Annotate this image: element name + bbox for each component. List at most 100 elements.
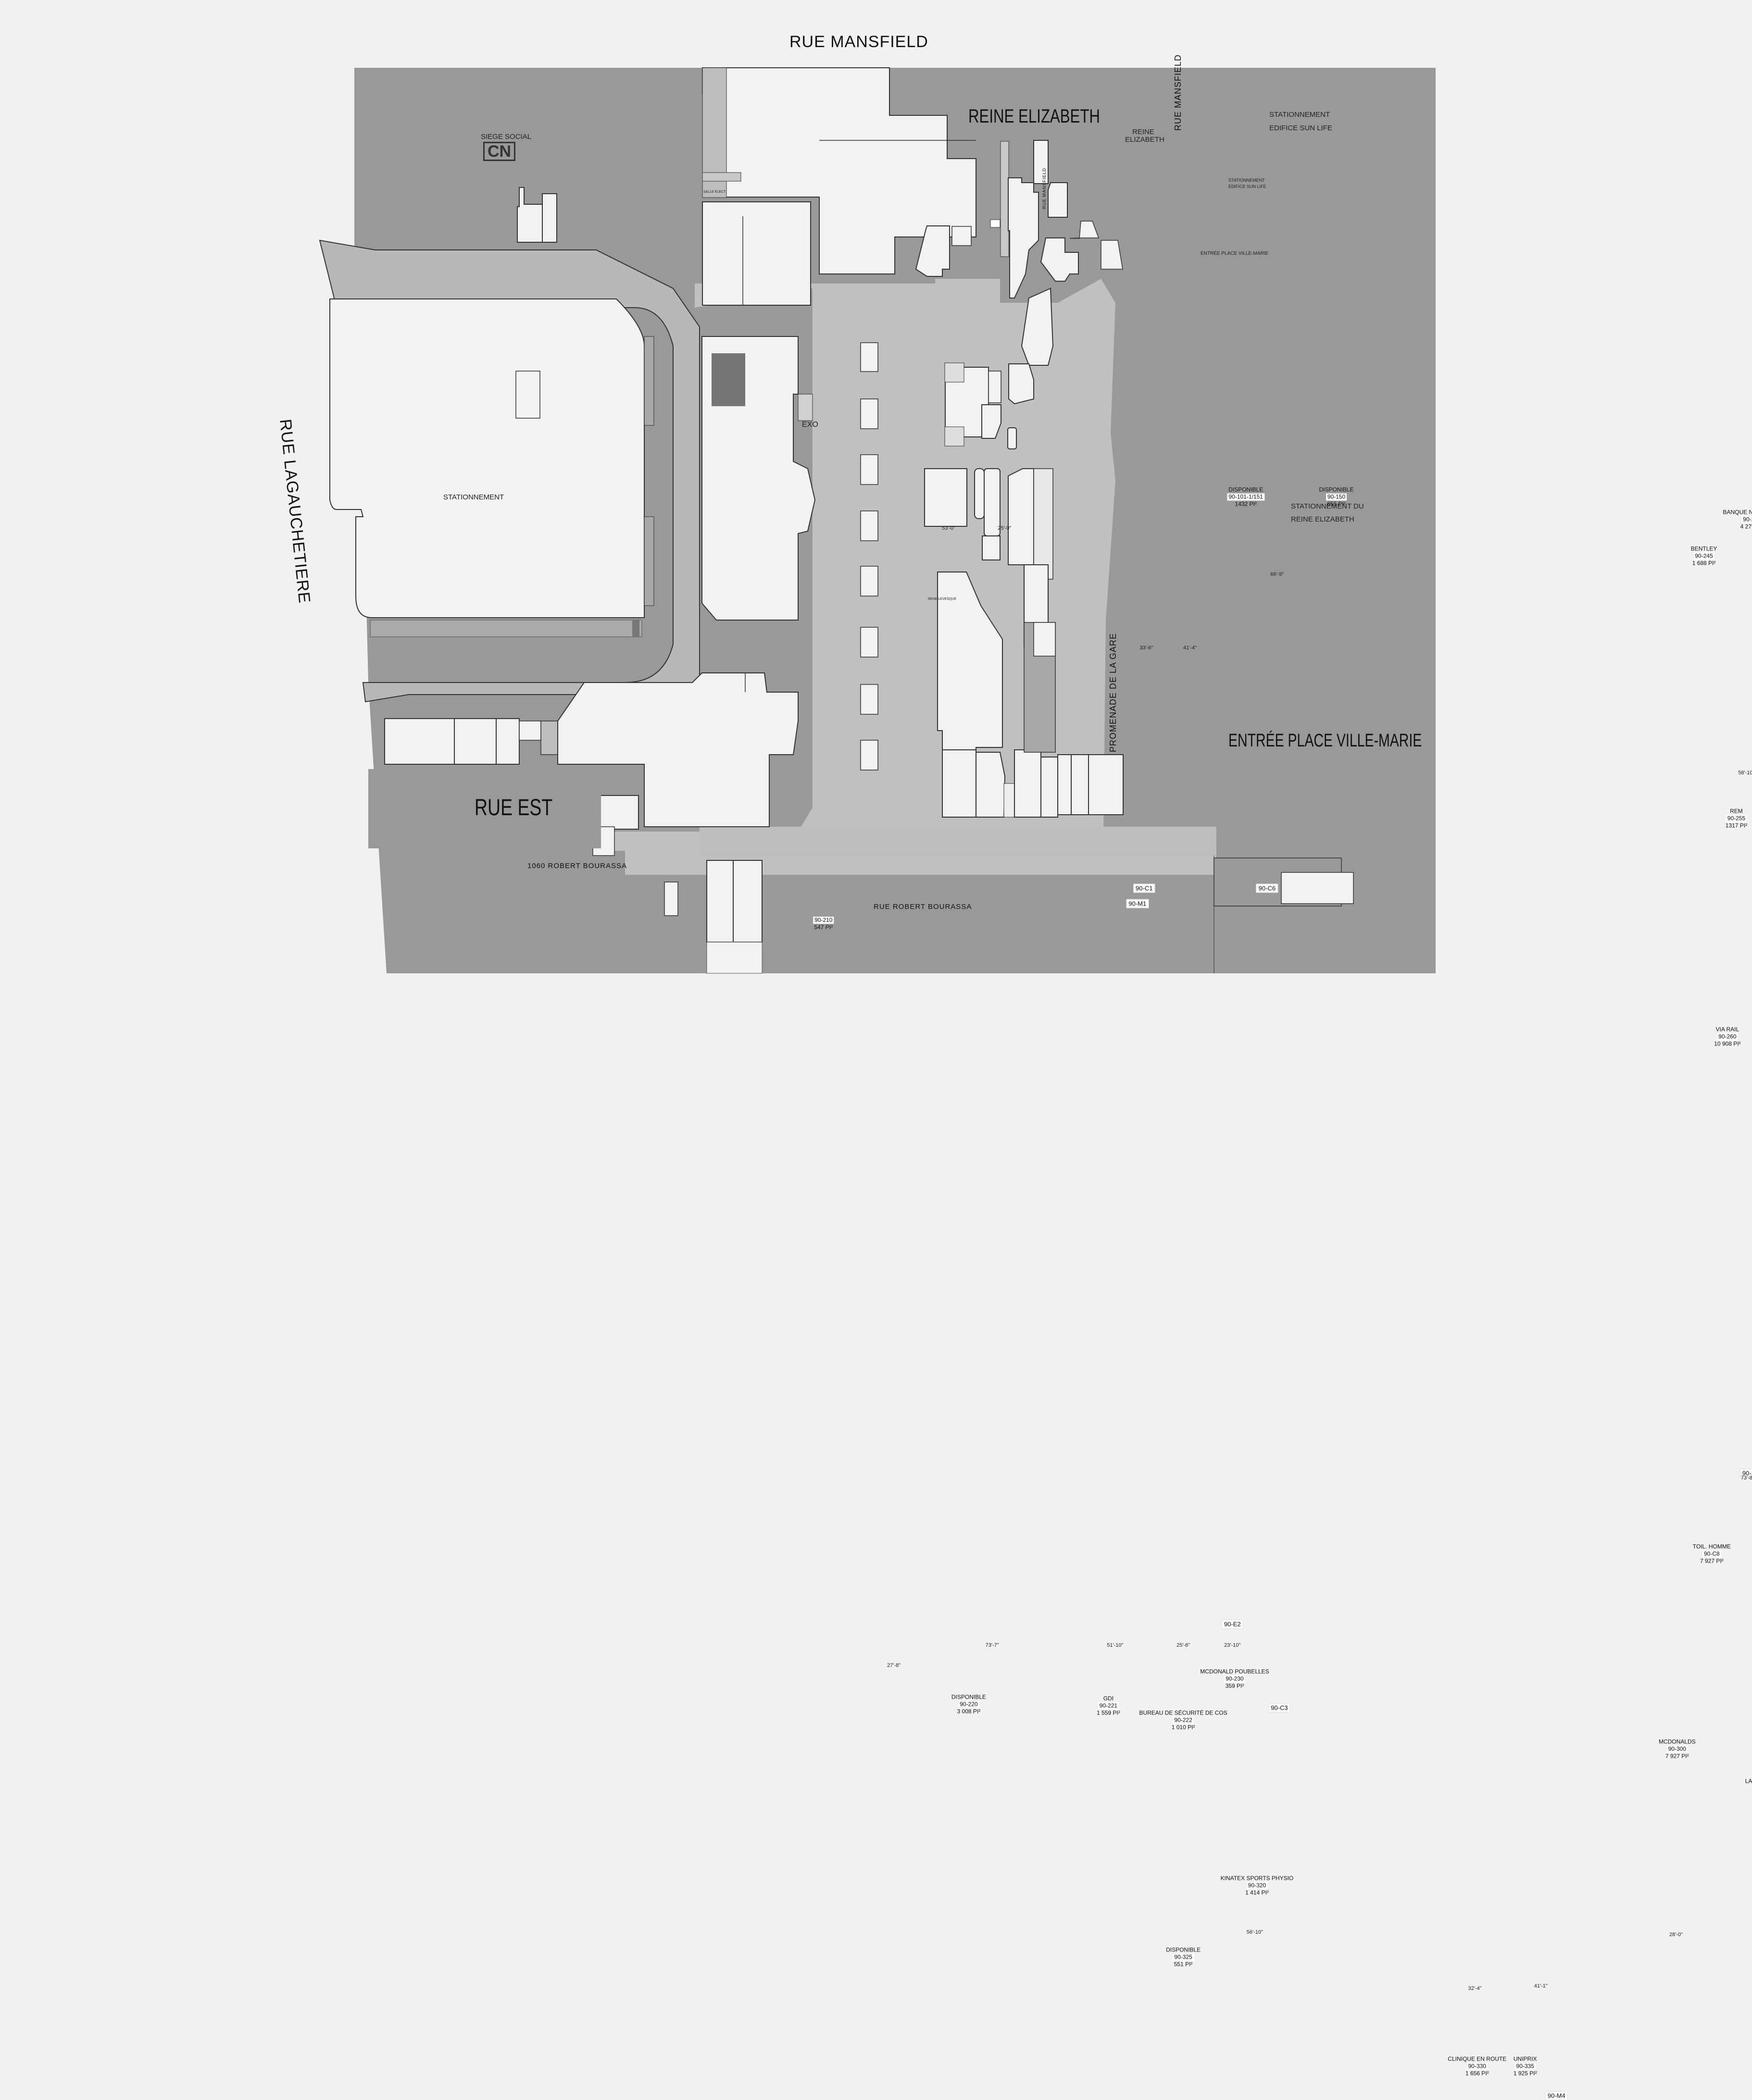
dimension-label: 41'-1" bbox=[1534, 1983, 1548, 1989]
dimension-label: 51'-10" bbox=[1107, 1642, 1124, 1649]
unit-name: UNIPRIX bbox=[1513, 2055, 1537, 2063]
unit-code: 90-255 bbox=[1726, 815, 1747, 822]
label-rene-levesque: RENE LEVESQUE bbox=[928, 597, 957, 601]
dimension-label: 25'-0" bbox=[998, 525, 1012, 532]
unit-area: 713PI² bbox=[1745, 1792, 1752, 1799]
dimension-label: 56'-10" bbox=[1246, 1929, 1263, 1936]
label-salle-elect: SALLE ÉLECT. bbox=[703, 190, 726, 194]
unit-area: 1 925 PI² bbox=[1513, 2070, 1537, 2077]
parking-area bbox=[329, 298, 645, 618]
unit-name: DISPONIBLE bbox=[951, 1693, 986, 1701]
unit-code: 90-150 bbox=[1326, 493, 1347, 501]
unit-code: 90-221 bbox=[1098, 1702, 1119, 1710]
unit-name: TOIL. HOMME bbox=[1692, 1543, 1731, 1550]
floor-plan-map: RUE MANSFIELD RUE LAGAUCHETIERE RUE EST … bbox=[276, 33, 1752, 2100]
unit-code: 90-210 bbox=[813, 916, 834, 924]
tenant-unit[interactable]: BANQUE NATIONALE90-2514 279 PI² bbox=[1723, 509, 1752, 530]
unit-code: 90-320 bbox=[1246, 1882, 1268, 1889]
unit-area: 1 414 PI² bbox=[1245, 1889, 1269, 1896]
corridor-tag: 90-C6 bbox=[1256, 883, 1278, 893]
unit-area: 1 559 PI² bbox=[1097, 1709, 1120, 1716]
unit-area: 1 656 PI² bbox=[1465, 2070, 1489, 2077]
unit-name: DISPONIBLE bbox=[1228, 486, 1264, 493]
corridor-tag: 90-M4 bbox=[1545, 2091, 1568, 2100]
main-concourse bbox=[599, 279, 1216, 875]
dimension-label: 23'-10" bbox=[1224, 1642, 1241, 1649]
dimension-label: 32'-4" bbox=[1468, 1985, 1482, 1991]
unit-area: 7 927 PI² bbox=[1700, 1557, 1724, 1565]
label-exo: EXO bbox=[802, 421, 818, 429]
unit-name: DISPONIBLE bbox=[1319, 486, 1354, 493]
unit-area: 7 927 PI² bbox=[1665, 1752, 1689, 1760]
unit-code: 90-222 bbox=[1173, 1716, 1194, 1724]
tenant-unit[interactable]: LA CORDONNERIE DE LA GARE90-310713PI² bbox=[1745, 1777, 1752, 1799]
street-rue-mansfield-vertical: RUE MANSFIELD bbox=[1173, 54, 1183, 131]
unit-code: 90-325 bbox=[1173, 1953, 1194, 1961]
unit-code: 90-260 bbox=[1717, 1033, 1738, 1041]
corridor-tag: 90-C3 bbox=[1268, 1703, 1290, 1713]
unit-name: LA CORDONNERIE DE LA GARE bbox=[1745, 1777, 1752, 1785]
label-stationnement: STATIONNEMENT bbox=[443, 493, 504, 501]
corridor-tag: 90-C1 bbox=[1133, 883, 1155, 893]
premiere-moisson-block bbox=[1008, 177, 1039, 298]
unit-code: 90-245 bbox=[1693, 552, 1714, 560]
unit-area: 4 279 PI² bbox=[1740, 523, 1752, 530]
street-rue-mansfield-small: RUE MANSFIELD bbox=[1042, 167, 1047, 209]
dimension-label: 53'-0" bbox=[942, 525, 956, 532]
corridor-tag: 90-E2 bbox=[1221, 1619, 1243, 1629]
dimension-label: 33'-6" bbox=[1139, 645, 1153, 651]
corridor-tag: 90-M1 bbox=[1126, 899, 1149, 908]
unit-code: 90-C8 bbox=[1702, 1550, 1721, 1558]
label-stationnement-sunlife-small-1: STATIONNEMENT bbox=[1228, 178, 1265, 183]
unit-area: 551 PI² bbox=[1174, 1961, 1193, 1968]
unit-name: VIA RAIL bbox=[1715, 1026, 1739, 1033]
unit-name: REM bbox=[1730, 808, 1743, 815]
unit-code: 90-300 bbox=[1666, 1745, 1688, 1753]
dimension-label: 58'-10" bbox=[1738, 770, 1752, 776]
label-reine-small-1: REINE bbox=[1132, 128, 1154, 136]
label-entree-place-ville-marie: ENTRÉE PLACE VILLE-MARIE bbox=[1228, 731, 1422, 751]
cn-logo: CN bbox=[483, 142, 516, 161]
unit-area: 3 008 PI² bbox=[957, 1708, 981, 1715]
unit-name: KINATEX SPORTS PHYSIO bbox=[1220, 1875, 1294, 1882]
label-stationnement-sunlife-1: STATIONNEMENT bbox=[1269, 111, 1330, 119]
label-stationnement-sunlife-small-2: EDIFICE SUN LIFE bbox=[1228, 184, 1266, 189]
unit-name: DISPONIBLE bbox=[1166, 1946, 1201, 1953]
street-rue-mansfield: RUE MANSFIELD bbox=[789, 33, 928, 51]
label-reine-small-2: ELIZABETH bbox=[1125, 136, 1164, 144]
dimension-label: 27'-8" bbox=[887, 1663, 901, 1669]
unit-area: 1 010 PI² bbox=[1171, 1724, 1195, 1731]
unit-name: BENTLEY bbox=[1690, 545, 1717, 552]
unit-code: 90-230 bbox=[1224, 1675, 1245, 1683]
unit-name: CLINIQUE EN ROUTE bbox=[1448, 2055, 1507, 2063]
unit-area: 10 908 PI² bbox=[1714, 1040, 1741, 1047]
label-entree-pvm-small: ENTRÉE PLACE VILLE-MARIE bbox=[1201, 251, 1269, 256]
label-siege-social: SIEGE SOCIAL bbox=[481, 133, 532, 141]
label-stationnement-reine-2: REINE ELIZABETH bbox=[1291, 515, 1354, 523]
unit-area: 359 PI² bbox=[1225, 1682, 1244, 1690]
building-1060-robert-bourassa: 1060 ROBERT BOURASSA bbox=[527, 862, 627, 870]
unit-area: 547 PI² bbox=[814, 923, 833, 931]
dimension-label: 28'-0" bbox=[1669, 1932, 1683, 1938]
dimension-label: 41'-4" bbox=[1183, 645, 1197, 651]
unit-area: 1 688 PI² bbox=[1692, 559, 1716, 567]
unit-name: GDI bbox=[1103, 1695, 1114, 1702]
street-rue-est: RUE EST bbox=[475, 795, 553, 820]
floor-plan-svg bbox=[319, 67, 1436, 974]
